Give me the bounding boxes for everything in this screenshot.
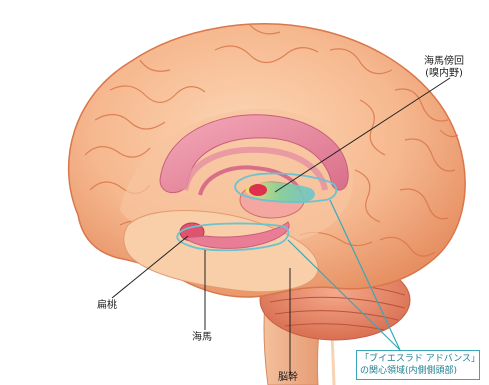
callout-line1: 「ブイエスラド アドバンス」 [360,353,476,365]
label-parahippocampal: 海馬傍回 (嗅内野) [424,56,464,80]
label-parahippocampal-line1: 海馬傍回 [424,56,464,67]
label-parahippocampal-line2: (嗅内野) [425,68,463,79]
callout-line2: の関心領域(内側側頭部) [360,365,476,377]
label-amygdala: 扁桃 [97,300,117,312]
label-cerebellum: 脳幹 [278,372,298,384]
label-amygdala-text: 扁桃 [97,300,117,311]
roi-callout-box: 「ブイエスラド アドバンス」 の関心領域(内側側頭部) [356,350,480,380]
label-hippocampus: 海馬 [192,332,212,344]
label-cerebellum-text: 脳幹 [278,372,298,383]
label-hippocampus-text: 海馬 [192,332,212,343]
